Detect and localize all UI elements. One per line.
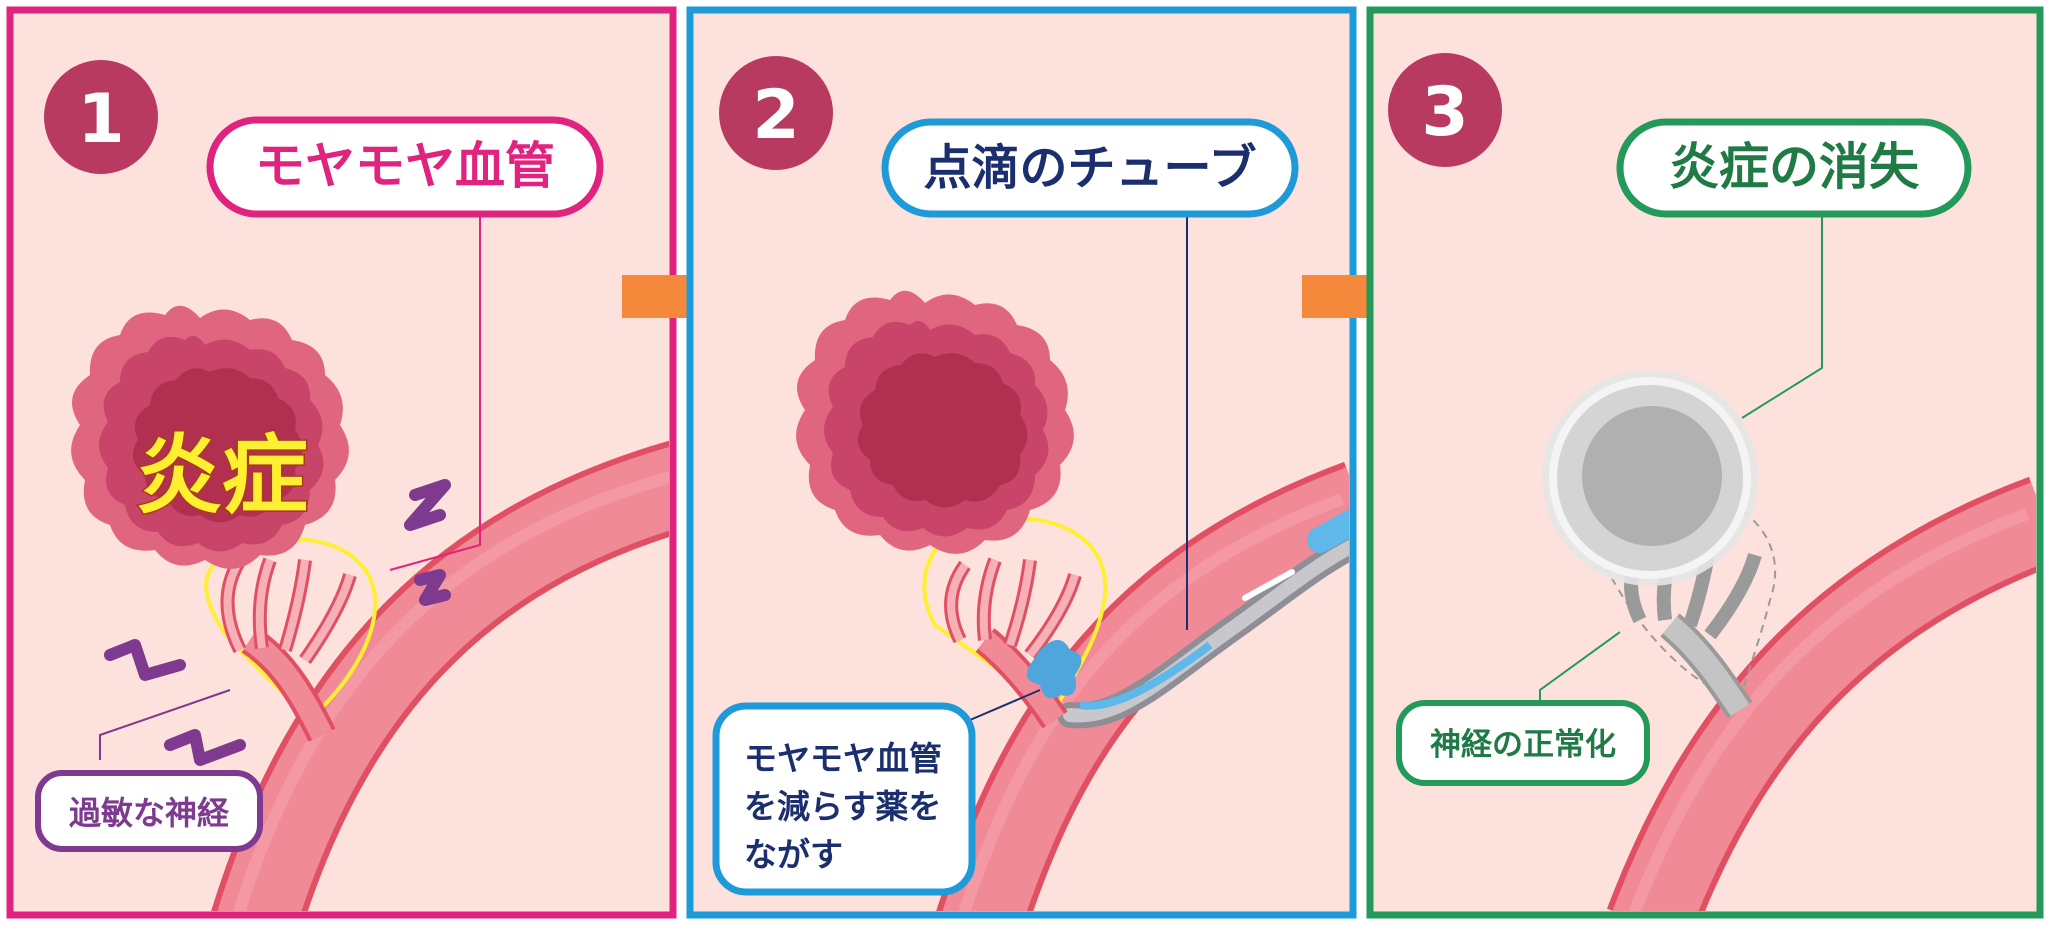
nerve-normal-label: 神経の正常化 <box>1430 727 1616 763</box>
step-number: 2 <box>752 76 799 155</box>
drug-label-line-3: ながす <box>744 835 843 874</box>
panel-3: 3 炎症の消失 神経の正常化 <box>1370 10 2045 925</box>
moyamoya-label: モヤモヤ血管 <box>255 137 555 195</box>
resolved-inflammation <box>1542 370 1758 586</box>
step-number: 3 <box>1421 73 1468 152</box>
panel-1: 炎症 1 モヤモヤ血管 過敏な神経 <box>10 10 700 925</box>
nerve-label: 過敏な神経 <box>69 794 230 832</box>
drug-label-line-2: を減らす薬を <box>744 787 941 826</box>
drug-label-line-1: モヤモヤ血管 <box>744 739 942 778</box>
inflammation-label: 炎症 <box>136 426 308 526</box>
resolution-label: 炎症の消失 <box>1669 138 1920 196</box>
step-number: 1 <box>77 80 124 159</box>
tube-label: 点滴のチューブ <box>923 140 1256 196</box>
panel-2: 2 点滴のチューブ モヤモヤ血管 を減らす薬を ながす <box>690 10 1365 925</box>
